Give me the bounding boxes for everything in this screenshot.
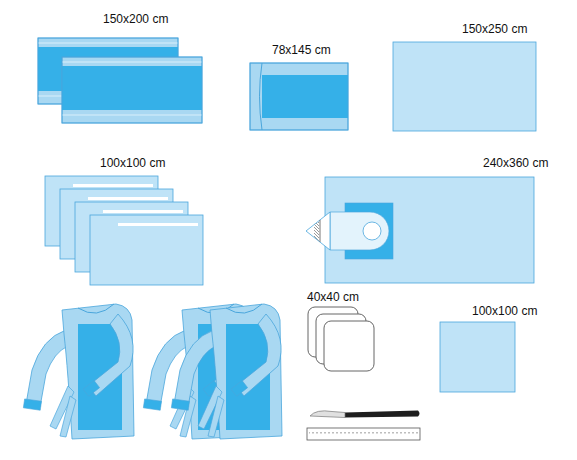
dimension-label: 100x100 cm [100,156,165,170]
drape-78x145 [250,63,348,130]
drape-150x200 [38,38,202,123]
dimension-label: 100x100 cm [472,304,537,318]
towels-40x40 [308,307,374,371]
surgical-gowns [23,304,282,439]
dimension-label: 150x250 cm [462,22,527,36]
ruler [307,428,420,440]
dimension-label: 240x360 cm [483,156,548,170]
drape-240x360 [306,177,534,283]
dimension-label: 40x40 cm [307,290,359,304]
sheets-100x100 [45,176,203,285]
dimension-label: 78x145 cm [272,43,331,57]
dimension-label: 150x200 cm [103,12,168,26]
scalpel [310,411,420,418]
drape-150x250 [393,42,536,131]
sheet-100x100 [440,322,515,392]
